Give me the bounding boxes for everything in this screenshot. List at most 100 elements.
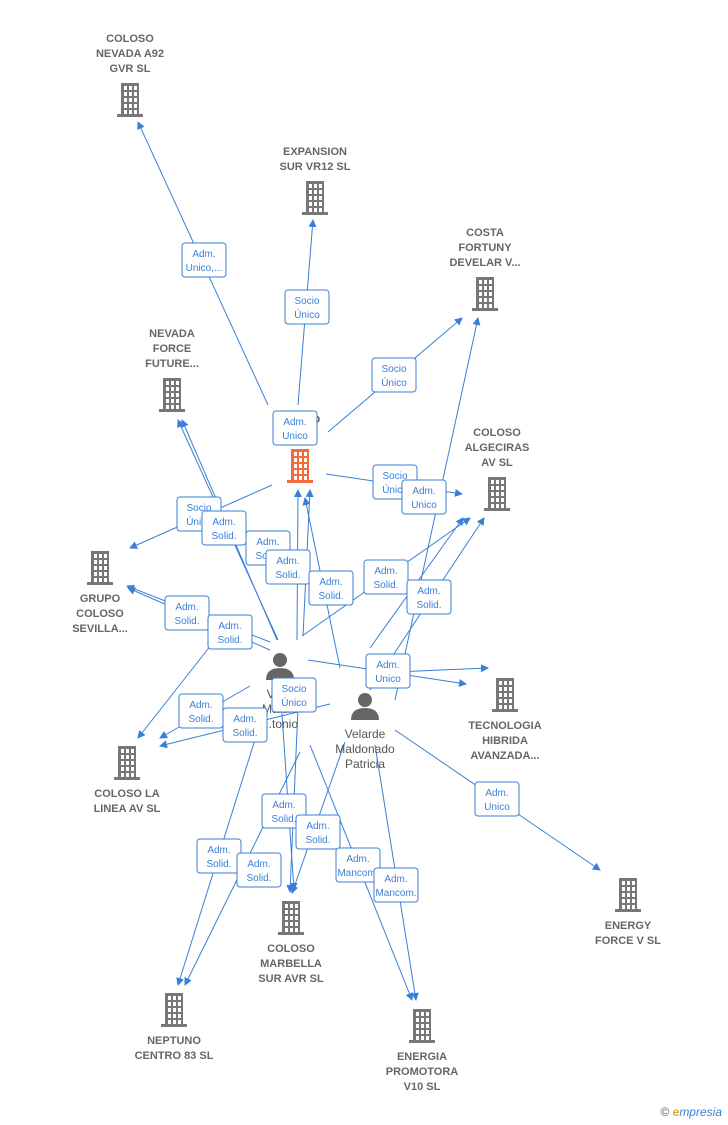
edge-label-text: Adm. bbox=[417, 586, 440, 597]
edge-label[interactable]: Adm.Solid. bbox=[178, 693, 224, 729]
edge-label[interactable]: Adm.Unico bbox=[365, 653, 411, 689]
edge-label-text: Solid. bbox=[206, 859, 231, 870]
edge-label-text: Unico,... bbox=[186, 263, 223, 274]
building-icon[interactable] bbox=[278, 901, 304, 935]
building-icon[interactable] bbox=[409, 1009, 435, 1043]
company-label[interactable]: NEVADA A92 bbox=[96, 48, 164, 60]
edge-label-text: Solid. bbox=[188, 714, 213, 725]
company-label[interactable]: FUTURE... bbox=[145, 358, 199, 370]
building-icon[interactable] bbox=[114, 746, 140, 780]
company-label[interactable]: TECNOLOGIA bbox=[468, 720, 541, 732]
copyright-symbol: © bbox=[660, 1105, 670, 1119]
company-label[interactable]: NEPTUNO bbox=[147, 1035, 201, 1047]
company-label[interactable]: GRUPO bbox=[80, 593, 121, 605]
building-icon[interactable] bbox=[615, 878, 641, 912]
person-label[interactable]: Patricia bbox=[345, 757, 385, 771]
company-label[interactable]: FORTUNY bbox=[458, 242, 512, 254]
edge-label[interactable]: Adm.Solid. bbox=[261, 793, 307, 829]
person-label[interactable]: Velarde bbox=[345, 727, 386, 741]
edge-label[interactable]: Adm.Solid. bbox=[201, 510, 247, 546]
edge-label[interactable]: Adm.Solid. bbox=[164, 595, 210, 631]
edge-label[interactable]: Adm.Solid. bbox=[222, 707, 268, 743]
edge-label-text: Solid. bbox=[305, 835, 330, 846]
edge-label-text: Socio bbox=[381, 364, 406, 375]
company-label[interactable]: ENERGY bbox=[605, 920, 652, 932]
edge-label-text: Adm. bbox=[374, 566, 397, 577]
edge-label-text: Socio bbox=[281, 684, 306, 695]
edge-label[interactable]: Adm.Solid. bbox=[308, 570, 354, 606]
building-icon[interactable] bbox=[492, 678, 518, 712]
edge-label[interactable]: Adm.Unico bbox=[474, 781, 520, 817]
company-label[interactable]: V10 SL bbox=[404, 1081, 441, 1093]
edge-label[interactable]: Adm.Solid. bbox=[207, 614, 253, 650]
edge-label[interactable]: Adm. Solid. bbox=[363, 559, 409, 595]
edge-label[interactable]: Adm.Mancom. bbox=[335, 847, 381, 883]
brand-name: mpresia bbox=[679, 1105, 722, 1119]
company-label[interactable]: COLOSO LA bbox=[94, 788, 159, 800]
company-label[interactable]: AV SL bbox=[481, 457, 513, 469]
company-label[interactable]: COLOSO bbox=[473, 427, 521, 439]
company-label[interactable]: AVANZADA... bbox=[470, 750, 539, 762]
company-label[interactable]: LINEA AV SL bbox=[94, 803, 161, 815]
building-icon[interactable] bbox=[484, 477, 510, 511]
edge-label-text: Único bbox=[281, 696, 307, 709]
company-label[interactable]: MARBELLA bbox=[260, 958, 322, 970]
edge-label[interactable]: Adm.Solid. bbox=[406, 579, 452, 615]
company-label[interactable]: COLOSO bbox=[267, 943, 315, 955]
edge-label[interactable]: Adm. Mancom. bbox=[373, 867, 419, 903]
company-label[interactable]: SUR VR12 SL bbox=[280, 161, 351, 173]
edge-label[interactable]: Adm.Solid. bbox=[196, 838, 242, 874]
company-label[interactable]: SEVILLA... bbox=[72, 623, 128, 635]
company-label[interactable]: SUR AVR SL bbox=[258, 973, 324, 985]
company-label[interactable]: FORCE bbox=[153, 343, 192, 355]
edge-label-text: Adm. bbox=[384, 874, 407, 885]
company-label[interactable]: COSTA bbox=[466, 227, 504, 239]
company-label[interactable]: COLOSO bbox=[106, 33, 154, 45]
company-label[interactable]: EXPANSION bbox=[283, 146, 347, 158]
edge-label-text: Solid. bbox=[232, 728, 257, 739]
company-label[interactable]: ENERGIA bbox=[397, 1051, 447, 1063]
building-icon[interactable] bbox=[87, 551, 113, 585]
edge-label[interactable]: Adm.Unico bbox=[401, 479, 447, 515]
building-icon[interactable] bbox=[472, 277, 498, 311]
building-icon[interactable] bbox=[161, 993, 187, 1027]
person-label[interactable]: ...tonio bbox=[262, 717, 298, 731]
company-label[interactable]: GVR SL bbox=[110, 63, 151, 75]
empresia-watermark[interactable]: © empresia bbox=[660, 1105, 722, 1119]
edge-label[interactable]: Adm. Solid. bbox=[236, 852, 282, 888]
building-icon[interactable] bbox=[287, 449, 313, 483]
company-label[interactable]: HIBRIDA bbox=[482, 735, 528, 747]
edge-label-text: Único bbox=[294, 308, 320, 321]
edge-label-text: Mancom. bbox=[375, 888, 416, 899]
company-label[interactable]: COLOSO bbox=[76, 608, 124, 620]
brand-logo-e: e bbox=[672, 1105, 680, 1119]
company-label[interactable]: ALGECIRAS bbox=[465, 442, 530, 454]
edge-label[interactable]: Adm.Solid. bbox=[295, 814, 341, 850]
building-icon[interactable] bbox=[117, 83, 143, 117]
company-label[interactable]: DEVELAR V... bbox=[449, 257, 520, 269]
person-icon[interactable] bbox=[266, 653, 294, 680]
edge-label-text: Solid. bbox=[246, 873, 271, 884]
edge-label-text: Unico bbox=[484, 802, 510, 813]
company-label[interactable]: PROMOTORA bbox=[386, 1066, 459, 1078]
person-label[interactable]: Maldonado bbox=[335, 742, 395, 756]
building-icon[interactable] bbox=[159, 378, 185, 412]
company-label[interactable]: NEVADA bbox=[149, 328, 195, 340]
edge-label-text: Solid. bbox=[373, 580, 398, 591]
building-icon[interactable] bbox=[302, 181, 328, 215]
edge-label[interactable]: Adm.Unico bbox=[272, 410, 318, 446]
company-label[interactable]: CENTRO 83 SL bbox=[135, 1050, 214, 1062]
person-icon[interactable] bbox=[351, 693, 379, 720]
edge-label-text: Adm. bbox=[247, 859, 270, 870]
edge-label[interactable]: Adm.Unico,... bbox=[181, 242, 227, 278]
company-label[interactable]: FORCE V SL bbox=[595, 935, 661, 947]
edge-label-text: Solid. bbox=[174, 616, 199, 627]
edge-label[interactable]: Adm.Solid. bbox=[265, 549, 311, 585]
edge-labels: Adm.Unico,...SocioÚnicoSocioÚnicoSocioÚn… bbox=[164, 242, 520, 903]
edge-label-text: Mancom. bbox=[337, 868, 378, 879]
edge-label-text: Adm. bbox=[283, 417, 306, 428]
